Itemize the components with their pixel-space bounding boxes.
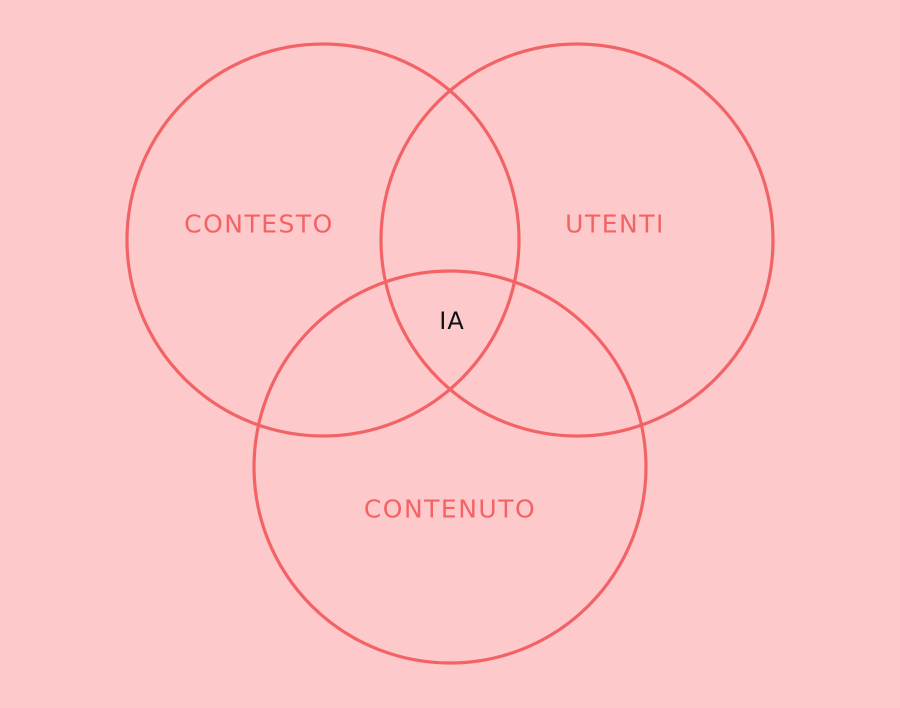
ring-contesto xyxy=(125,42,521,438)
set-label-contenuto: CONTENUTO xyxy=(363,494,537,524)
intersection-label-ia: IA xyxy=(439,307,465,335)
set-label-contesto: CONTESTO xyxy=(184,209,334,239)
ring-contenuto xyxy=(252,269,648,665)
ring-utenti xyxy=(379,42,775,438)
set-label-utenti: UTENTI xyxy=(565,209,665,239)
